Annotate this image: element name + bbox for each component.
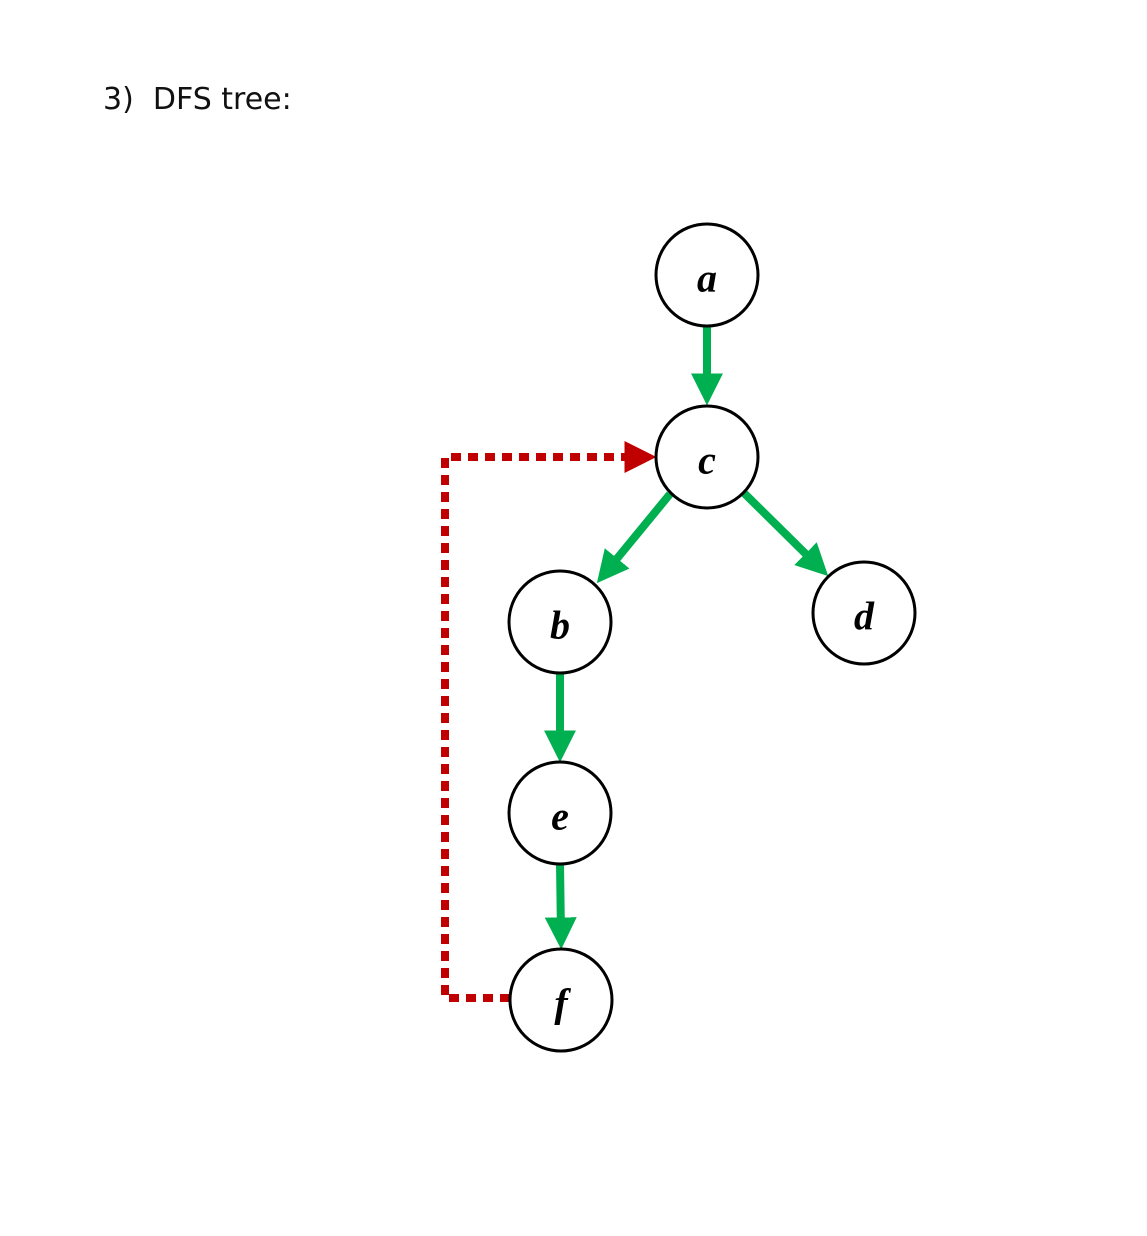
node-b: b [507,569,613,675]
section-title: 3) DFS tree: [103,82,292,117]
back-edge-f-c [441,441,657,1002]
node-label: b [550,603,570,648]
node-a: a [654,222,760,328]
node-e: e [507,760,613,866]
node-label: e [551,794,569,839]
node-label: a [697,256,717,301]
node-label: d [854,594,875,639]
node-d: d [811,560,917,666]
tree-edge-c-d [741,490,829,577]
tree-edge-c-b [596,491,674,584]
node-c: c [654,404,760,510]
node-f: f [508,947,614,1053]
tree-edge-e-f [544,863,577,950]
node-label: c [698,438,716,483]
node-label: f [554,981,571,1026]
